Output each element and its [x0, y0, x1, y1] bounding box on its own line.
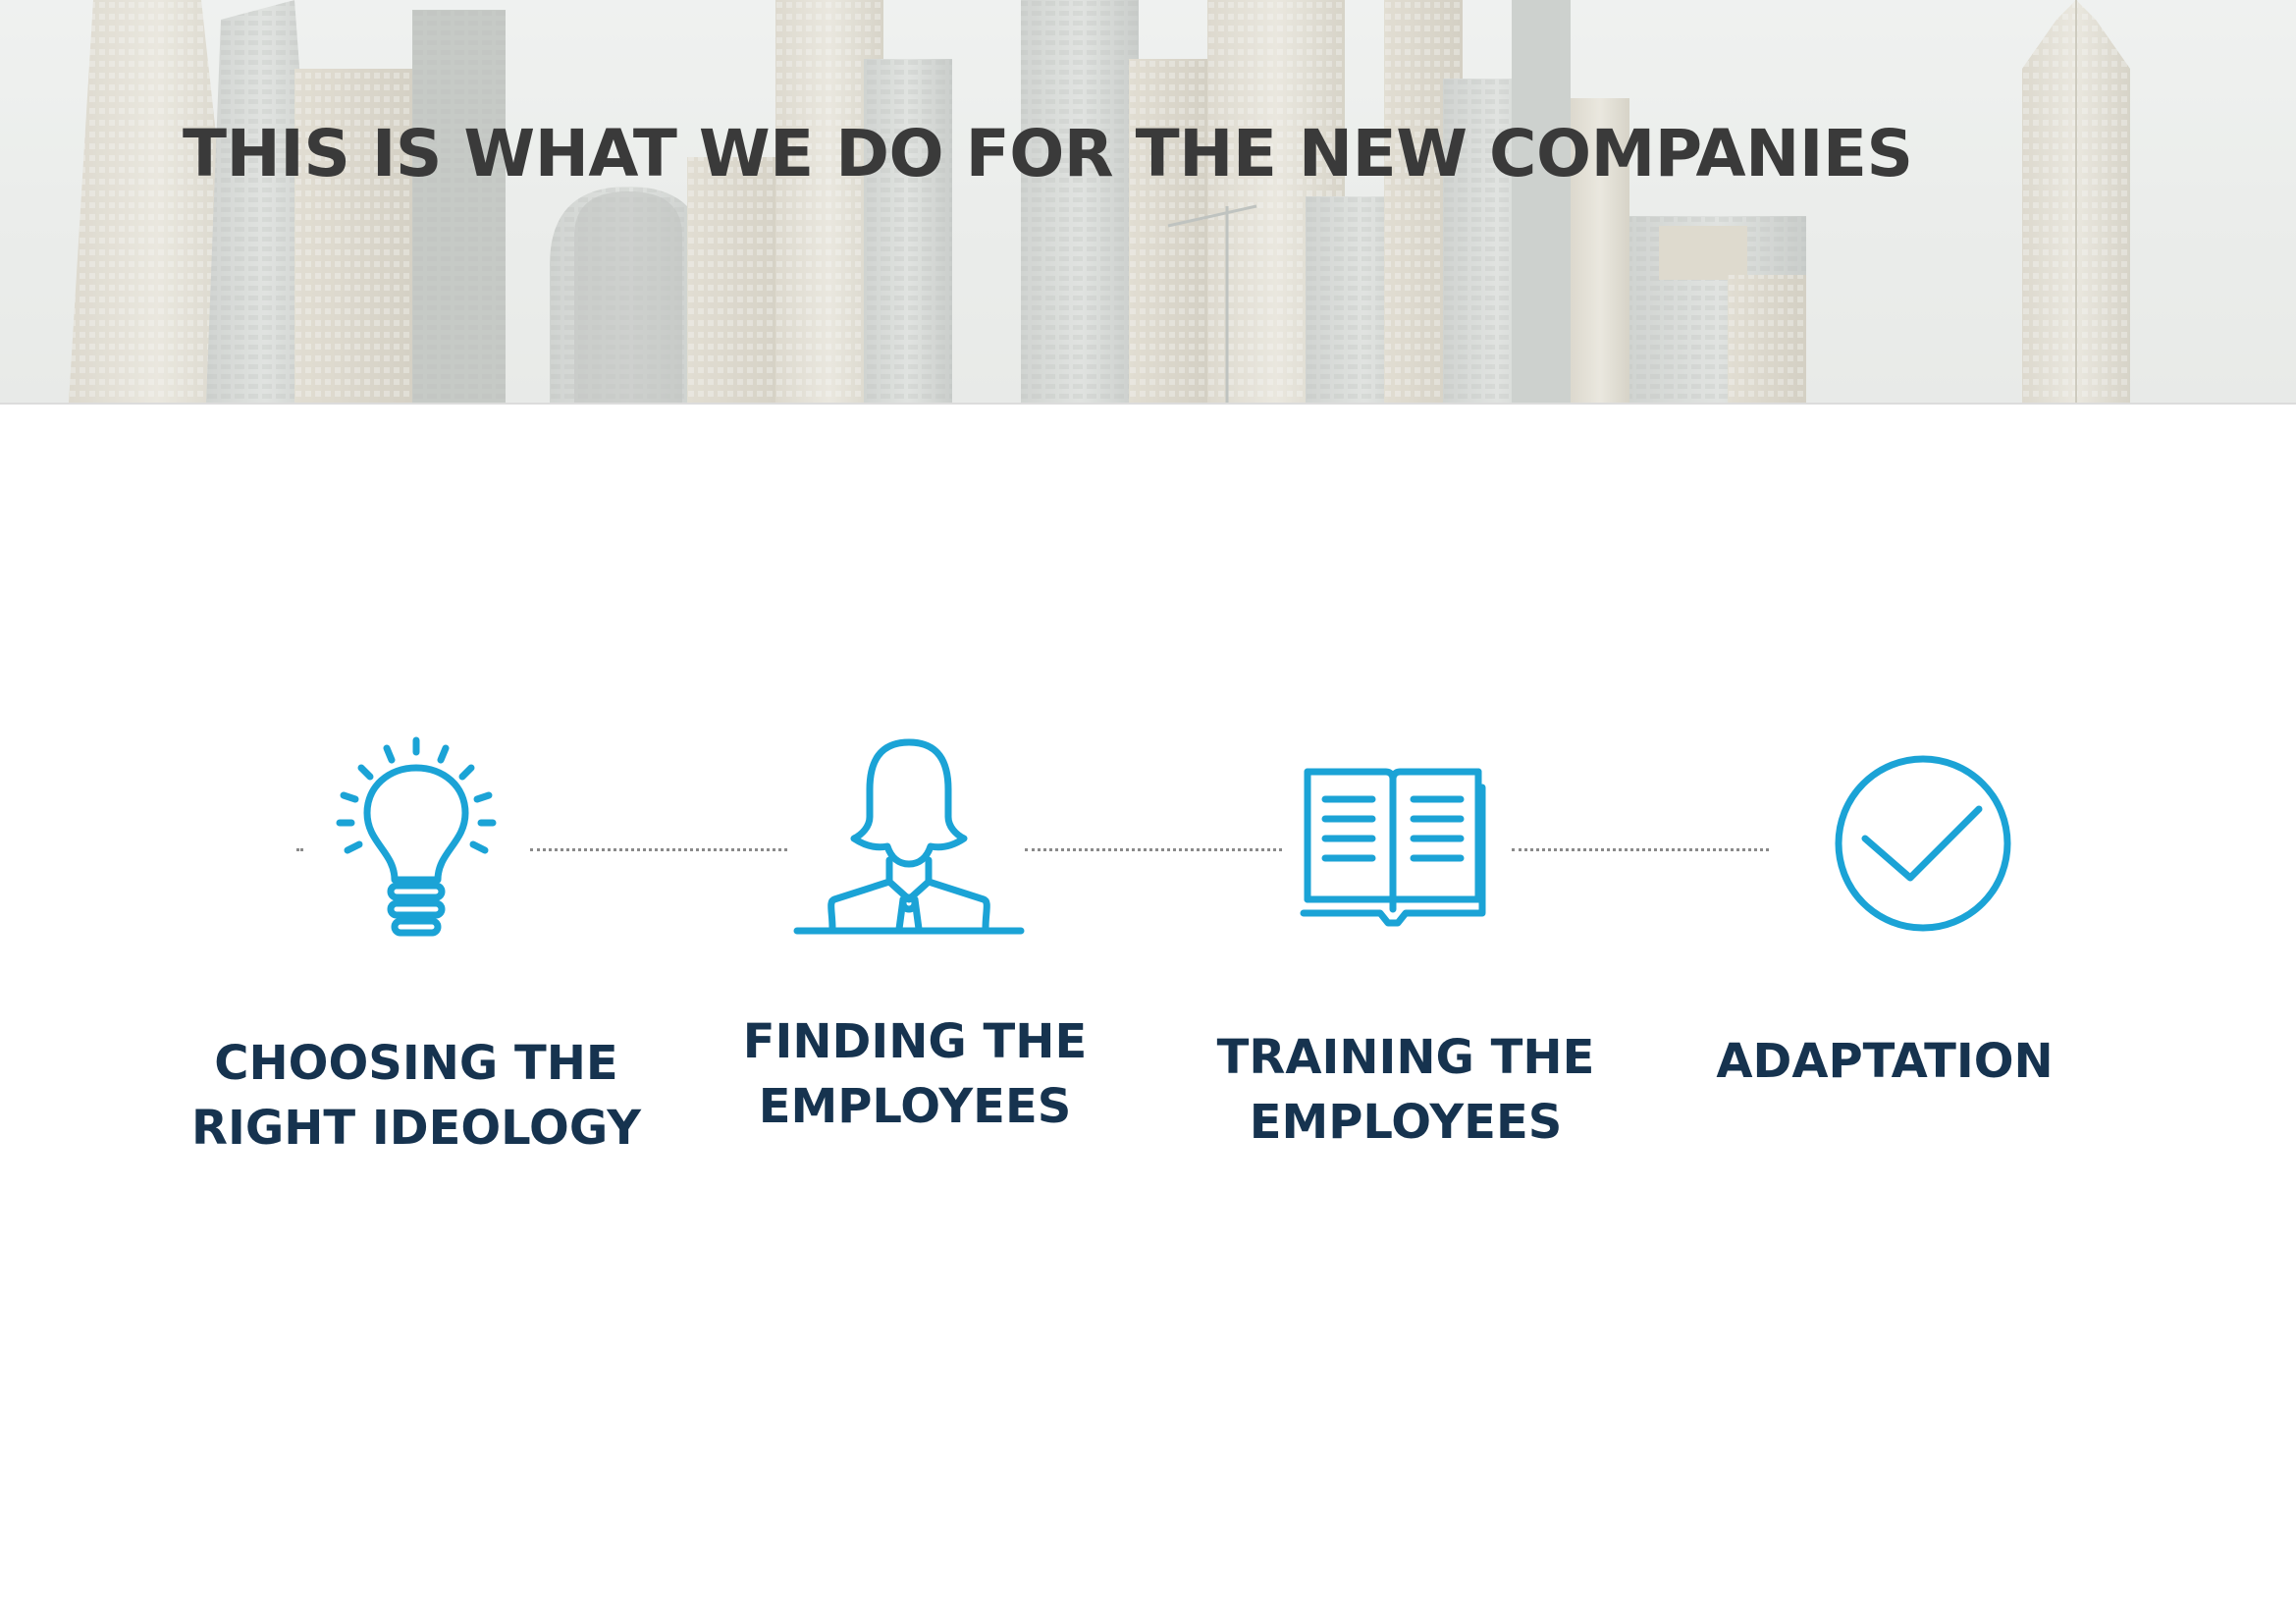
connector-line-3: [1512, 848, 1769, 851]
step-label-line: EMPLOYEES: [758, 1079, 1072, 1134]
connector-line-1: [530, 848, 787, 851]
step-label-adaptation: ADAPTATION: [1629, 1029, 2140, 1094]
step-label-line: RIGHT IDEOLOGY: [191, 1101, 641, 1156]
connector-line-2: [1025, 848, 1282, 851]
step-label-finding-employees: FINDING THE EMPLOYEES: [660, 1009, 1170, 1139]
step-label-line: CHOOSING THE: [214, 1036, 618, 1091]
step-label-line: TRAINING THE: [1216, 1030, 1595, 1085]
person-icon: [793, 736, 1025, 935]
step-label-training-employees: TRAINING THE EMPLOYEES: [1150, 1025, 1661, 1155]
page-title: THIS IS WHAT WE DO FOR THE NEW COMPANIES: [183, 116, 1913, 191]
step-label-choosing-ideology: CHOOSING THE RIGHT IDEOLOGY: [161, 1031, 671, 1161]
city-skyline-image: [0, 0, 2296, 403]
book-icon: [1300, 766, 1486, 927]
connector-dot-start: [296, 848, 300, 851]
checkmark-circle-icon: [1832, 752, 2014, 935]
step-label-line: ADAPTATION: [1716, 1034, 2054, 1089]
lightbulb-icon: [330, 732, 507, 937]
header-banner: THIS IS WHAT WE DO FOR THE NEW COMPANIES: [0, 0, 2296, 405]
step-label-line: EMPLOYEES: [1249, 1095, 1563, 1150]
step-label-line: FINDING THE: [742, 1014, 1088, 1069]
